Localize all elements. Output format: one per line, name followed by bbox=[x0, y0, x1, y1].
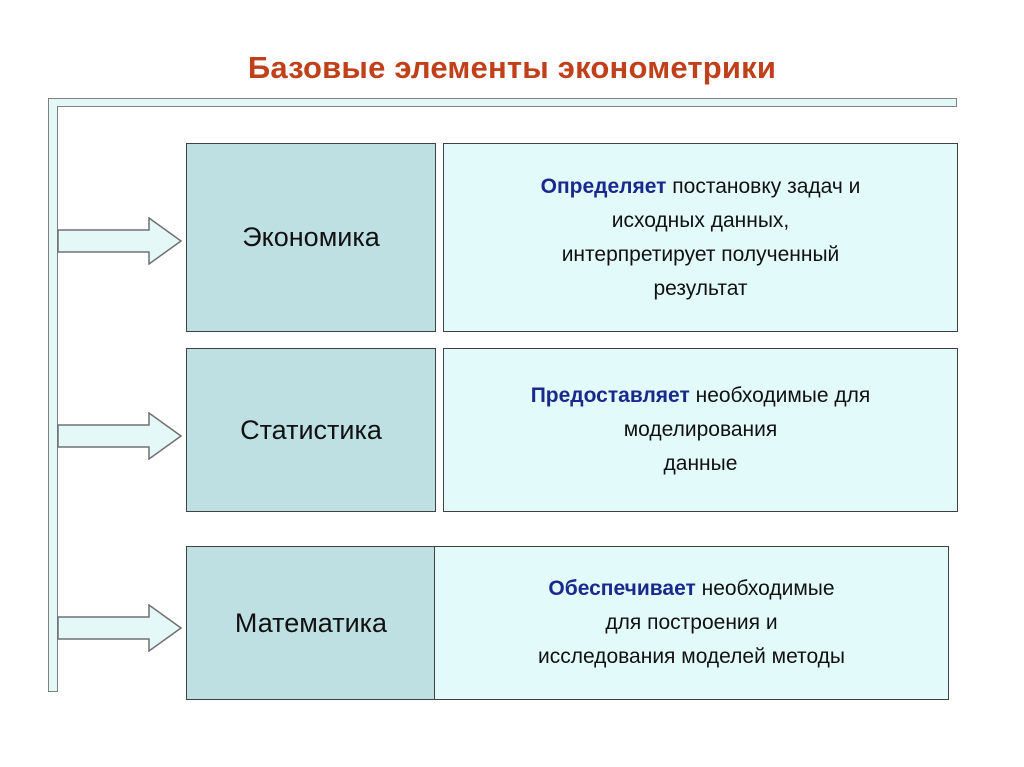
diagram-title: Базовые элементы эконометрики bbox=[247, 50, 777, 85]
arrow-right-icon bbox=[57, 217, 183, 265]
description-text: Определяет постановку задач и исходных д… bbox=[540, 174, 861, 300]
description-text: Обеспечивает необходимые для построения … bbox=[537, 577, 846, 668]
left-connector-bar bbox=[48, 106, 58, 692]
keyword: Обеспечивает bbox=[548, 577, 696, 600]
keyword: Определяет bbox=[540, 174, 667, 198]
keyword: Предоставляет bbox=[530, 384, 690, 407]
description-box-economics: Определяет постановку задач и исходных д… bbox=[443, 143, 958, 332]
arrow-right-icon bbox=[57, 412, 183, 460]
category-box-economics: Экономика bbox=[186, 143, 436, 332]
category-label: Статистика bbox=[240, 414, 382, 445]
arrow-right-icon bbox=[57, 604, 183, 652]
description-box-mathematics: Обеспечивает необходимые для построения … bbox=[434, 546, 949, 700]
description-text: Предоставляет необходимые для моделирова… bbox=[530, 384, 871, 475]
top-connector-bar bbox=[48, 98, 957, 107]
category-label: Экономика bbox=[242, 222, 380, 252]
description-box-statistics: Предоставляет необходимые для моделирова… bbox=[443, 348, 958, 512]
category-box-mathematics: Математика bbox=[186, 546, 436, 700]
category-label: Математика bbox=[234, 607, 388, 638]
category-box-statistics: Статистика bbox=[186, 348, 436, 512]
